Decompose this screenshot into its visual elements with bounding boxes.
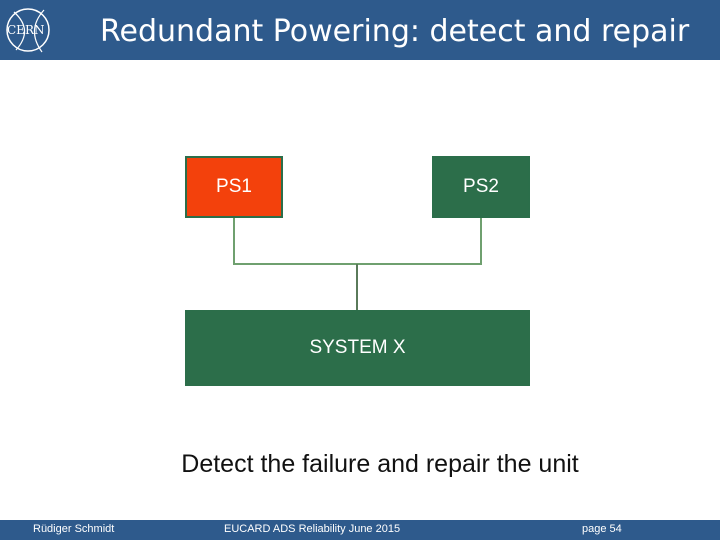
slide-header: CERN Redundant Powering: detect and repa… [0, 0, 720, 60]
power-supply-2-box: PS2 [432, 156, 530, 218]
footer-author: Rüdiger Schmidt [33, 523, 115, 535]
cern-logo-icon: CERN [6, 8, 50, 53]
wire-ps1 [233, 218, 357, 265]
slide-title: Redundant Powering: detect and repair [100, 14, 690, 49]
slide-caption: Detect the failure and repair the unit [181, 450, 579, 478]
wire-ps2 [357, 218, 482, 265]
footer-page-number: page 54 [582, 523, 622, 535]
power-supply-1-label: PS1 [216, 176, 252, 197]
slide-footer: Rüdiger Schmidt EUCARD ADS Reliability J… [0, 520, 720, 540]
power-supply-2-label: PS2 [463, 176, 499, 197]
system-x-box: SYSTEM X [185, 310, 530, 386]
power-supply-1-box: PS1 [185, 156, 283, 218]
logo-text: CERN [7, 23, 44, 37]
footer-event: EUCARD ADS Reliability June 2015 [224, 523, 401, 535]
system-x-label: SYSTEM X [309, 337, 406, 358]
